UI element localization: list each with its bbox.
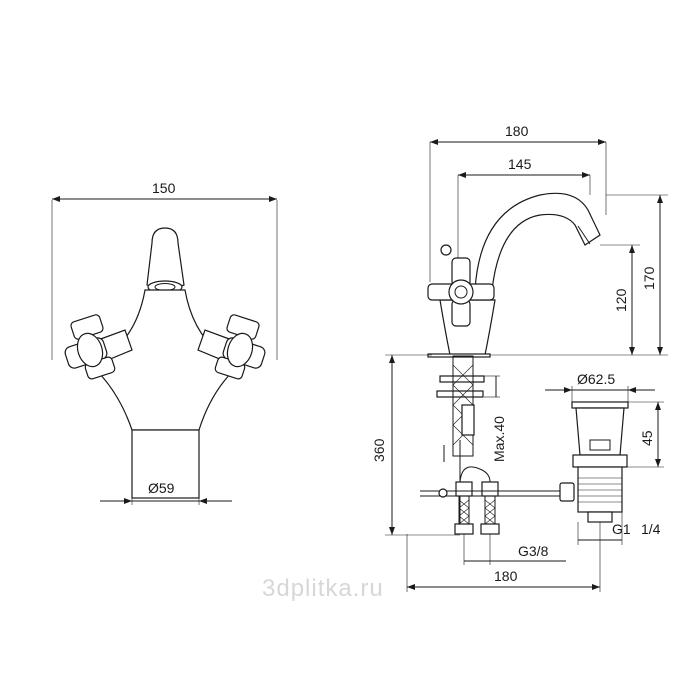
side-spout-height-label: 120 (613, 288, 629, 312)
base-diameter-label: Ø59 (148, 480, 175, 496)
side-cross-handle (427, 244, 495, 327)
side-overall-reach-label: 180 (505, 123, 529, 139)
side-spout (474, 192, 601, 291)
max-thickness-label: Max.40 (491, 416, 507, 462)
connection-hoses (454, 466, 500, 535)
waste-height-label: 45 (639, 430, 655, 446)
front-spout (146, 227, 185, 290)
waste-diameter-label: Ø62.5 (577, 371, 615, 387)
front-base (131, 429, 200, 499)
side-view: 180 145 170 120 (371, 123, 668, 592)
side-spout-reach-label: 145 (508, 156, 532, 172)
total-height-label: 360 (371, 438, 387, 462)
pop-up-waste (559, 401, 629, 523)
bottom-distance-label: 180 (494, 568, 518, 584)
right-cross-handle (197, 314, 266, 380)
front-width-label: 150 (152, 180, 176, 196)
side-overall-height-label: 170 (641, 266, 657, 290)
front-body (97, 289, 233, 431)
waste-thread-label: G1 (612, 521, 631, 537)
waste-thread-fraction-label: 1/4 (641, 521, 661, 537)
front-view: 150 Ø59 (51, 180, 278, 505)
hose-thread-label: G3/8 (518, 543, 549, 559)
watermark-text: 3dplitka.ru (262, 575, 384, 602)
left-cross-handle (64, 314, 133, 380)
